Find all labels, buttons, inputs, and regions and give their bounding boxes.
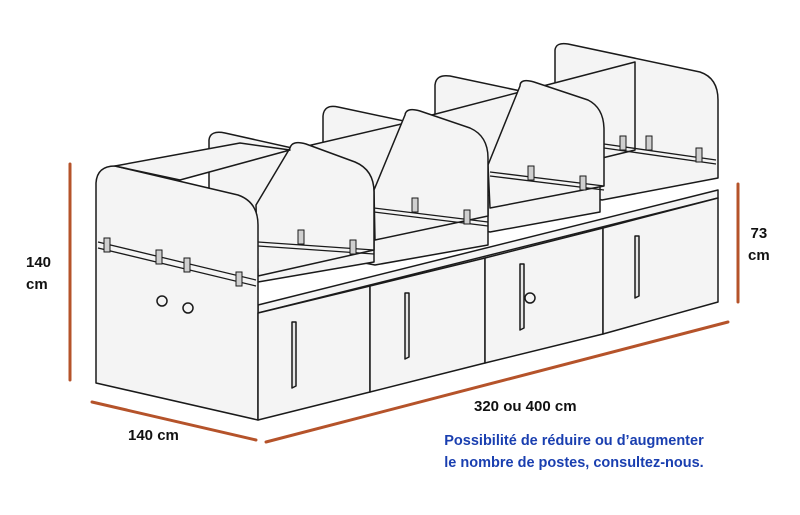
length-dimension-line [264, 320, 730, 444]
desk-height-label: 73 cm [748, 223, 770, 267]
height-value: 140 [26, 254, 52, 271]
cable-hole [156, 295, 168, 307]
depth-label: 140 cm [128, 427, 179, 444]
end-panel [95, 165, 259, 421]
front-screen [255, 141, 375, 277]
furniture-outline [95, 42, 719, 421]
length-label: 320 ou 400 cm [474, 398, 577, 415]
cable-hole [182, 302, 194, 314]
height-label: 140 cm [26, 252, 51, 296]
height-unit: cm [26, 276, 48, 293]
note-line-2: le nombre de postes, consultez-nous. [444, 455, 704, 471]
note-line-1: Possibilité de réduire ou d’augmenter [444, 433, 704, 449]
support-panel [634, 235, 640, 299]
desk-height-value: 73 [750, 225, 768, 242]
support-panel [291, 321, 297, 389]
depth-dimension-line [90, 400, 258, 442]
dimension-lines [68, 162, 740, 444]
desk-height-unit: cm [748, 247, 770, 264]
front-screen [373, 108, 489, 241]
customization-note: Possibilité de réduire ou d’augmenter le… [404, 430, 744, 474]
support-panel [404, 292, 410, 360]
cable-hole [524, 292, 536, 304]
support-panel [519, 263, 525, 331]
tray-brackets [103, 135, 703, 287]
leg-panel [602, 197, 719, 335]
front-screen [487, 79, 605, 209]
end-panel-top [114, 142, 291, 181]
